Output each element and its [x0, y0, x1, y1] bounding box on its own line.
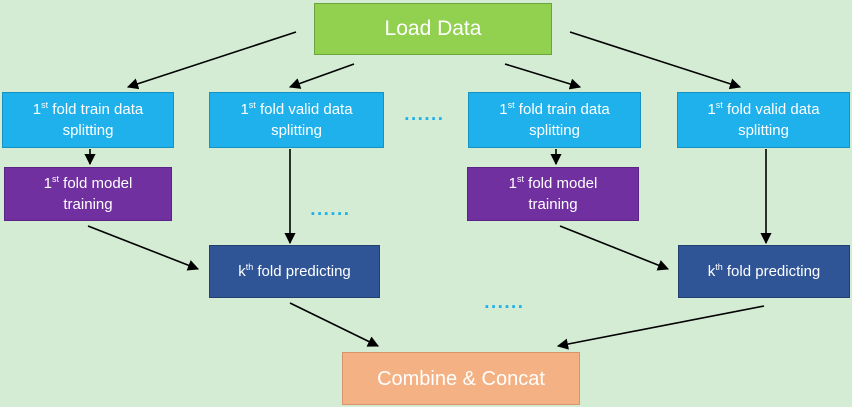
arrow-pred2-to-combine	[556, 305, 765, 350]
predicting-label-2: kth fold predicting	[707, 262, 821, 281]
ellipsis-split-row: ......	[404, 106, 445, 124]
arrow-pred1-to-combine	[289, 302, 380, 347]
load-data-box: Load Data	[314, 3, 552, 55]
ellipsis-middle: ......	[310, 201, 351, 219]
arrow-load-to-split-4	[569, 31, 742, 90]
arrow-train1-to-pred1	[87, 225, 200, 271]
split-box-1: 1st fold train data splitting	[2, 92, 174, 148]
ellipsis-predict-row: ......	[484, 294, 525, 312]
predicting-box-1: kth fold predicting	[209, 245, 380, 298]
split-label-1: 1st fold train data splitting	[32, 100, 144, 140]
training-label-1: 1st fold model training	[43, 174, 133, 214]
split-box-4: 1st fold valid data splitting	[677, 92, 850, 148]
training-label-2: 1st fold model training	[508, 174, 598, 214]
split-label-2: 1st fold valid data splitting	[240, 100, 353, 140]
load-data-label: Load Data	[384, 17, 482, 41]
training-box-2: 1st fold model training	[467, 167, 639, 221]
arrow-train2-to-pred2	[559, 225, 670, 271]
combine-concat-label: Combine & Concat	[377, 367, 545, 390]
arrow-load-to-split-1	[126, 31, 297, 90]
split-label-4: 1st fold valid data splitting	[707, 100, 820, 140]
training-box-1: 1st fold model training	[4, 167, 172, 221]
split-label-3: 1st fold train data splitting	[499, 100, 610, 140]
split-box-2: 1st fold valid data splitting	[209, 92, 384, 148]
predicting-box-2: kth fold predicting	[678, 245, 850, 298]
split-box-3: 1st fold train data splitting	[468, 92, 641, 148]
predicting-label-1: kth fold predicting	[238, 262, 351, 281]
arrow-load-to-split-3	[504, 63, 582, 90]
arrow-load-to-split-2	[288, 63, 355, 89]
combine-concat-box: Combine & Concat	[342, 352, 580, 405]
